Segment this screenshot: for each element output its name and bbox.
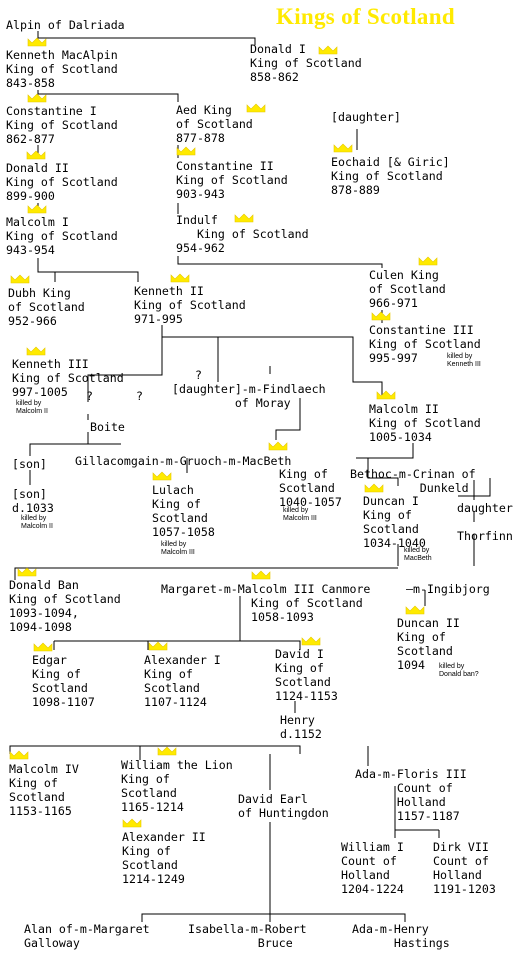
node-duncan-i: Duncan I King of Scotland 1034-1040 bbox=[363, 494, 426, 550]
note-killed-by-malcolm-ii-2: killed by Malcolm II bbox=[21, 515, 53, 530]
node-aed: Aed King of Scotland 877-878 bbox=[176, 103, 253, 145]
node-alexander-i: Alexander I King of Scotland 1107-1124 bbox=[144, 653, 221, 709]
node-malcolm-iii: King of Scotland 1058-1093 bbox=[251, 596, 363, 624]
crown-icon bbox=[148, 641, 168, 651]
crown-icon bbox=[27, 204, 47, 214]
node-donald-i: Donald I King of Scotland 858-862 bbox=[250, 42, 362, 84]
node-constantine-i: Constantine I King of Scotland 862-877 bbox=[6, 104, 118, 146]
note-killed-by-malcolm-iii-1: killed by Malcolm III bbox=[283, 507, 317, 522]
node-daughter-thorfinn: daughter Thorfinn bbox=[457, 501, 513, 543]
crown-icon bbox=[371, 311, 391, 321]
node-bethoc-crinan: Bethoc-m-Crinan of Dunkeld bbox=[350, 467, 476, 495]
node-unknown-2: ? bbox=[136, 389, 143, 403]
node-son-2: [son] d.1033 bbox=[12, 487, 54, 515]
crown-icon bbox=[234, 213, 254, 223]
node-kenneth-macalpin: Kenneth MacAlpin King of Scotland 843-85… bbox=[6, 48, 118, 90]
note-killed-by-malcolm-iii-2: killed by Malcolm III bbox=[161, 541, 195, 556]
node-donald-ii: Donald II King of Scotland 899-900 bbox=[6, 161, 118, 203]
node-donald-ban: Donald Ban King of Scotland 1093-1094, 1… bbox=[9, 578, 121, 634]
node-boite: Boite bbox=[90, 420, 125, 434]
node-lulach: Lulach King of Scotland 1057-1058 bbox=[152, 483, 215, 539]
crown-icon bbox=[246, 103, 266, 113]
crown-icon bbox=[26, 346, 46, 356]
node-isabella-robert: Isabella-m-Robert Bruce bbox=[188, 922, 307, 950]
node-unknown-1: ? bbox=[86, 389, 93, 403]
node-malcolm-iv: Malcolm IV King of Scotland 1153-1165 bbox=[9, 762, 79, 818]
node-unknown-3: ? bbox=[195, 368, 202, 382]
crown-icon bbox=[318, 45, 338, 55]
crown-icon bbox=[405, 605, 425, 615]
crown-icon bbox=[27, 93, 47, 103]
crown-icon bbox=[364, 483, 384, 493]
node-son-1: [son] bbox=[12, 457, 47, 471]
crown-icon bbox=[152, 471, 172, 481]
node-william-the-lion: William the Lion King of Scotland 1165-1… bbox=[121, 758, 233, 814]
node-dirk-vii: Dirk VII Count of Holland 1191-1203 bbox=[433, 840, 496, 896]
crown-icon bbox=[122, 818, 142, 828]
crown-icon bbox=[418, 256, 438, 266]
node-eochaid: Eochaid [& Giric] King of Scotland 878-8… bbox=[331, 155, 450, 197]
node-duncan-ii: Duncan II King of Scotland 1094 bbox=[397, 616, 460, 672]
crown-icon bbox=[33, 642, 53, 652]
node-ingibjorg: —m-Ingibjorg bbox=[406, 582, 490, 596]
crown-icon bbox=[10, 274, 30, 284]
node-dubh: Dubh King of Scotland 952-966 bbox=[8, 286, 85, 328]
node-daughter-findlaech: [daughter]-m-Findlaech of Moray bbox=[172, 382, 326, 410]
node-margaret-malcolm-iii: Margaret-m-Malcolm III Canmore bbox=[161, 582, 371, 596]
node-david-huntingdon: David Earl of Huntingdon bbox=[238, 792, 329, 820]
node-kenneth-iii: Kenneth III King of Scotland 997-1005 bbox=[12, 357, 124, 399]
node-constantine-ii: Constantine II King of Scotland 903-943 bbox=[176, 159, 288, 201]
node-ada-floris: Ada-m-Floris III Count of Holland 1157-1… bbox=[355, 767, 467, 823]
node-malcolm-i: Malcolm I King of Scotland 943-954 bbox=[6, 215, 118, 257]
chart-title: Kings of Scotland bbox=[276, 4, 455, 29]
node-kenneth-ii: Kenneth II King of Scotland 971-995 bbox=[134, 284, 246, 326]
node-william-i: William I Count of Holland 1204-1224 bbox=[341, 840, 404, 896]
crown-icon bbox=[27, 37, 47, 47]
node-constantine-iii: Constantine III King of Scotland 995-997 bbox=[369, 323, 481, 365]
node-david-i: David I King of Scotland 1124-1153 bbox=[275, 647, 338, 703]
node-alexander-ii: Alexander II King of Scotland 1214-1249 bbox=[122, 830, 206, 886]
crown-icon bbox=[268, 441, 288, 451]
node-ada-henry: Ada-m-Henry Hastings bbox=[352, 922, 450, 950]
note-killed-by-macbeth: killed by MacBeth bbox=[404, 547, 432, 562]
node-macbeth: King of Scotland 1040-1057 bbox=[279, 467, 342, 509]
note-killed-by-kenneth-iii: killed by Kenneth III bbox=[447, 353, 481, 368]
node-daughter-1: [daughter] bbox=[331, 110, 401, 124]
crown-icon bbox=[333, 143, 353, 153]
crown-icon bbox=[301, 636, 321, 646]
crown-icon bbox=[176, 146, 196, 156]
crown-icon bbox=[17, 567, 37, 577]
node-indulf: Indulf King of Scotland 954-962 bbox=[176, 213, 309, 255]
node-malcolm-ii: Malcolm II King of Scotland 1005-1034 bbox=[369, 402, 481, 444]
note-killed-by-donald-ban: killed by Donald ban? bbox=[439, 663, 479, 678]
node-gillacomgain-gruoch-macbeth: Gillacomgain-m-Gruoch-m-MacBeth bbox=[75, 454, 292, 468]
crown-icon bbox=[157, 746, 177, 756]
node-culen: Culen King of Scotland 966-971 bbox=[369, 268, 446, 310]
node-edgar: Edgar King of Scotland 1098-1107 bbox=[32, 653, 95, 709]
node-alpin: Alpin of Dalriada bbox=[6, 18, 125, 32]
crown-icon bbox=[251, 570, 271, 580]
node-henry: Henry d.1152 bbox=[280, 713, 322, 741]
crown-icon bbox=[26, 150, 46, 160]
crown-icon bbox=[170, 273, 190, 283]
node-alan-margaret: Alan of-m-Margaret Galloway bbox=[24, 922, 150, 950]
note-killed-by-malcolm-ii-1: killed by Malcolm II bbox=[16, 400, 48, 415]
crown-icon bbox=[376, 390, 396, 400]
crown-icon bbox=[9, 750, 29, 760]
